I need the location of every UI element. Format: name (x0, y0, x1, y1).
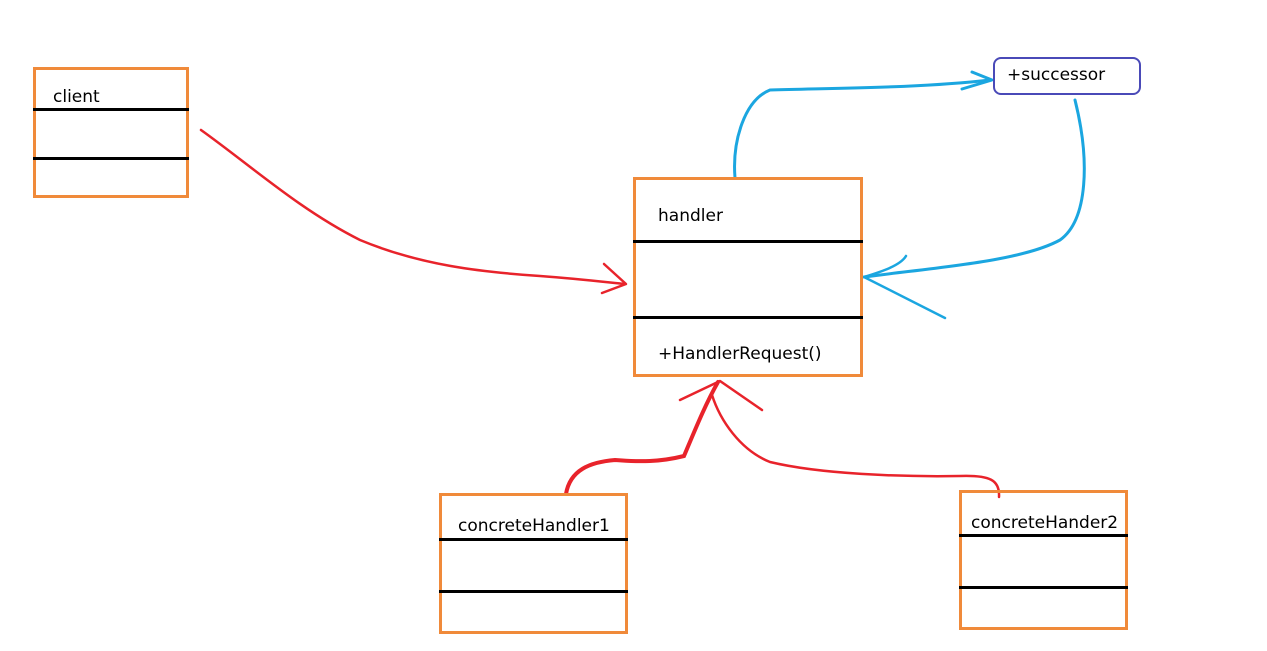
handler-class-box: handler +HandlerRequest() (633, 177, 863, 377)
handler-methods-divider (633, 316, 863, 319)
successor-box: +successor (993, 57, 1141, 95)
concrete1-to-handler-arrow (564, 380, 720, 496)
client-attributes-divider (33, 108, 189, 111)
client-to-handler-arrowhead (600, 262, 628, 295)
handler-method-label: +HandlerRequest() (658, 344, 822, 364)
concrete-handler1-attributes-divider (439, 538, 628, 541)
concrete-handler1-methods-divider (439, 590, 628, 593)
concrete-handler1-class-box: concreteHandler1 (439, 493, 628, 634)
concrete-handler2-methods-divider (959, 586, 1128, 589)
successor-to-handler-arrowhead (862, 254, 947, 320)
handler-attributes-divider (633, 240, 863, 243)
client-to-handler-arrow (199, 128, 627, 286)
successor-to-handler-arrow (862, 98, 1086, 279)
handler-class-name: handler (658, 206, 723, 226)
concrete2-to-handler-arrow (710, 393, 1001, 499)
concrete-handler2-attributes-divider (959, 534, 1128, 537)
concrete-handler2-class-name: concreteHander2 (971, 513, 1119, 533)
successor-label: +successor (1007, 65, 1106, 85)
client-methods-divider (33, 157, 189, 160)
handler-to-successor-arrowhead (960, 70, 994, 91)
handler-to-successor-arrow (733, 78, 992, 180)
concrete1-to-handler-arrowhead (678, 379, 764, 412)
concrete-handler1-class-name: concreteHandler1 (458, 516, 610, 536)
concrete-handler2-class-box: concreteHander2 (959, 490, 1128, 630)
client-class-box: client (33, 67, 189, 198)
client-class-name: client (53, 87, 100, 107)
